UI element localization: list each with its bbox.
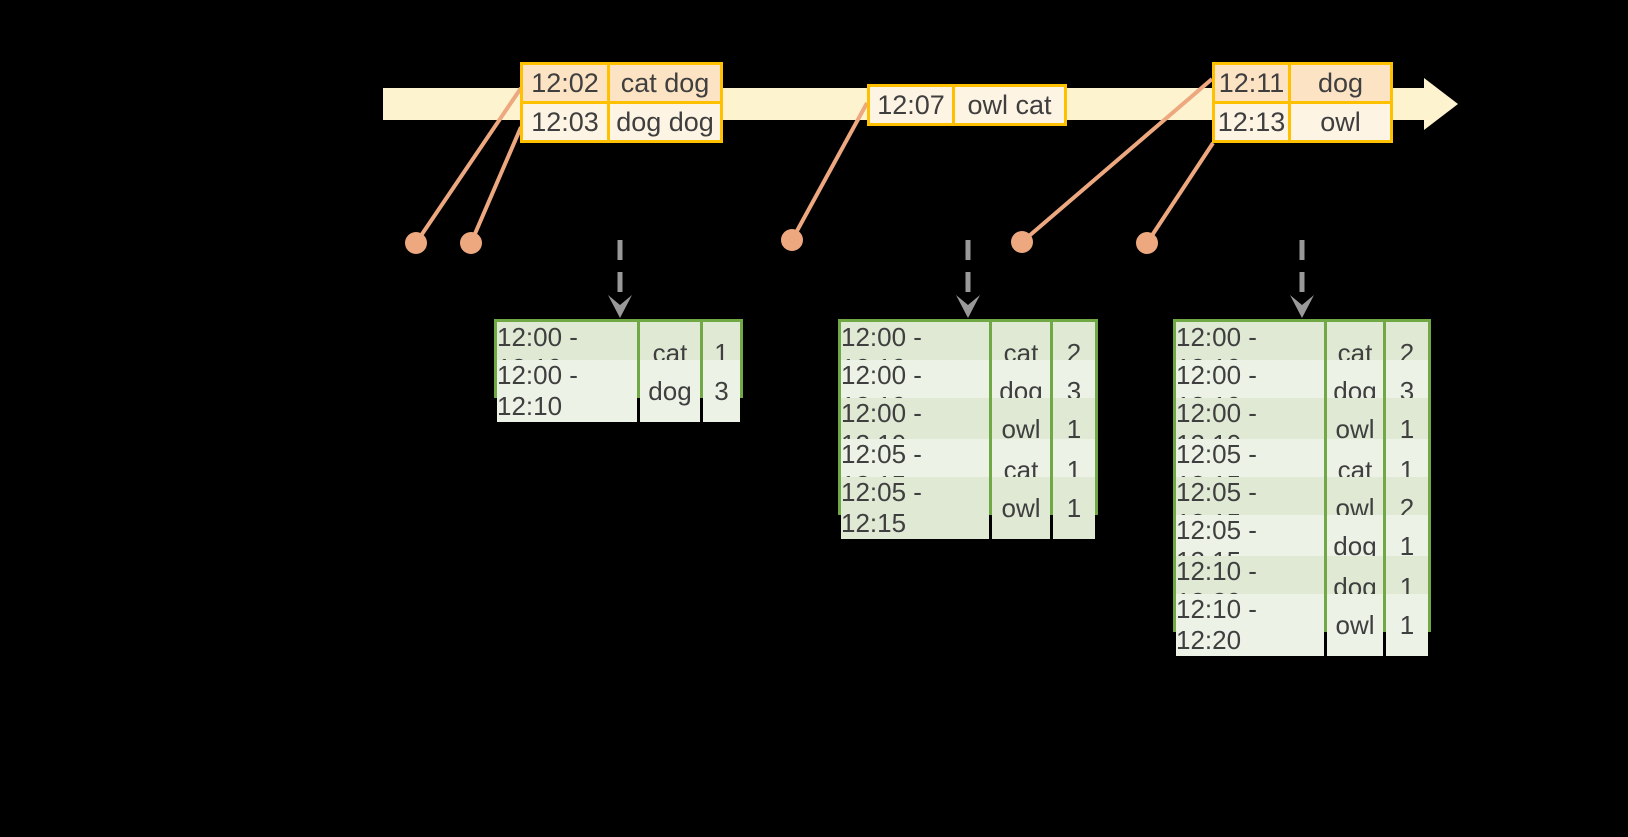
result-table-3: 12:00 - 12:10 cat 2 12:00 - 12:10 dog 3 … bbox=[1173, 319, 1431, 656]
window-cell: 12:05 - 12:15 bbox=[841, 477, 989, 539]
event-connector-line bbox=[790, 102, 869, 241]
event-connector-line bbox=[1020, 77, 1214, 244]
event-time-cell: 12:11 bbox=[1215, 65, 1288, 101]
count-cell: 1 bbox=[1386, 594, 1428, 656]
event-table-3: 12:11 dog 12:13 owl bbox=[1212, 62, 1393, 143]
event-time-cell: 12:03 bbox=[523, 104, 607, 140]
event-words-cell: dog dog bbox=[610, 104, 720, 140]
trigger-arrowheads bbox=[608, 295, 1314, 318]
result-row: 12:00 - 12:10 dog 3 bbox=[1176, 360, 1428, 422]
result-table-1: 12:00 - 12:10 cat 1 12:00 - 12:10 dog 3 bbox=[494, 319, 743, 422]
event-time-cell: 12:02 bbox=[523, 65, 607, 101]
result-row: 12:05 - 12:15 cat 1 bbox=[841, 439, 1095, 501]
trigger-arrowhead-icon bbox=[1290, 295, 1314, 318]
event-row: 12:07 owl cat bbox=[870, 87, 1064, 123]
result-row: 12:05 - 12:15 owl 1 bbox=[841, 477, 1095, 539]
event-connector-line bbox=[414, 86, 523, 245]
result-row: 12:00 - 12:10 dog 3 bbox=[497, 360, 740, 422]
result-row: 12:00 - 12:10 owl 1 bbox=[1176, 398, 1428, 460]
event-dot bbox=[460, 232, 482, 254]
event-row: 12:02 cat dog bbox=[523, 65, 720, 101]
trigger-arrowhead-icon bbox=[956, 295, 980, 318]
result-row: 12:05 - 12:15 cat 1 bbox=[1176, 439, 1428, 501]
word-cell: owl bbox=[992, 477, 1050, 539]
event-dot bbox=[1011, 231, 1033, 253]
event-time-cell: 12:07 bbox=[870, 87, 952, 123]
trigger-arrowhead-icon bbox=[608, 295, 632, 318]
event-connector-line bbox=[1145, 141, 1215, 245]
word-cell: dog bbox=[640, 360, 700, 422]
result-row: 12:05 - 12:15 dog 1 bbox=[1176, 515, 1428, 577]
event-table-2: 12:07 owl cat bbox=[867, 84, 1067, 126]
result-row: 12:00 - 12:10 cat 2 bbox=[841, 322, 1095, 384]
event-dots bbox=[405, 229, 1158, 254]
event-words-cell: owl bbox=[1291, 104, 1390, 140]
result-row: 12:00 - 12:10 cat 1 bbox=[497, 322, 740, 384]
event-row: 12:13 owl bbox=[1215, 104, 1390, 140]
result-row: 12:05 - 12:15 owl 2 bbox=[1176, 477, 1428, 539]
event-table-1: 12:02 cat dog 12:03 dog dog bbox=[520, 62, 723, 143]
event-time-cell: 12:13 bbox=[1215, 104, 1288, 140]
event-dot bbox=[781, 229, 803, 251]
result-row: 12:00 - 12:10 owl 1 bbox=[841, 398, 1095, 460]
word-cell: owl bbox=[1327, 594, 1383, 656]
trigger-arrow-stems bbox=[617, 240, 1305, 298]
event-row: 12:03 dog dog bbox=[523, 104, 720, 140]
result-row: 12:10 - 12:20 owl 1 bbox=[1176, 594, 1428, 656]
result-row: 12:10 - 12:20 dog 1 bbox=[1176, 556, 1428, 618]
count-cell: 1 bbox=[1053, 477, 1095, 539]
result-row: 12:00 - 12:10 dog 3 bbox=[841, 360, 1095, 422]
window-cell: 12:10 - 12:20 bbox=[1176, 594, 1324, 656]
event-words-cell: cat dog bbox=[610, 65, 720, 101]
event-dot bbox=[405, 232, 427, 254]
timeline-arrowhead-icon bbox=[1424, 78, 1458, 130]
result-table-2: 12:00 - 12:10 cat 2 12:00 - 12:10 dog 3 … bbox=[838, 319, 1098, 539]
event-dot bbox=[1136, 232, 1158, 254]
result-row: 12:00 - 12:10 cat 2 bbox=[1176, 322, 1428, 384]
event-connector-lines bbox=[414, 77, 1215, 245]
event-words-cell: owl cat bbox=[955, 87, 1064, 123]
count-cell: 3 bbox=[703, 360, 740, 422]
event-connector-line bbox=[469, 126, 523, 244]
window-cell: 12:00 - 12:10 bbox=[497, 360, 637, 422]
event-row: 12:11 dog bbox=[1215, 65, 1390, 101]
event-words-cell: dog bbox=[1291, 65, 1390, 101]
